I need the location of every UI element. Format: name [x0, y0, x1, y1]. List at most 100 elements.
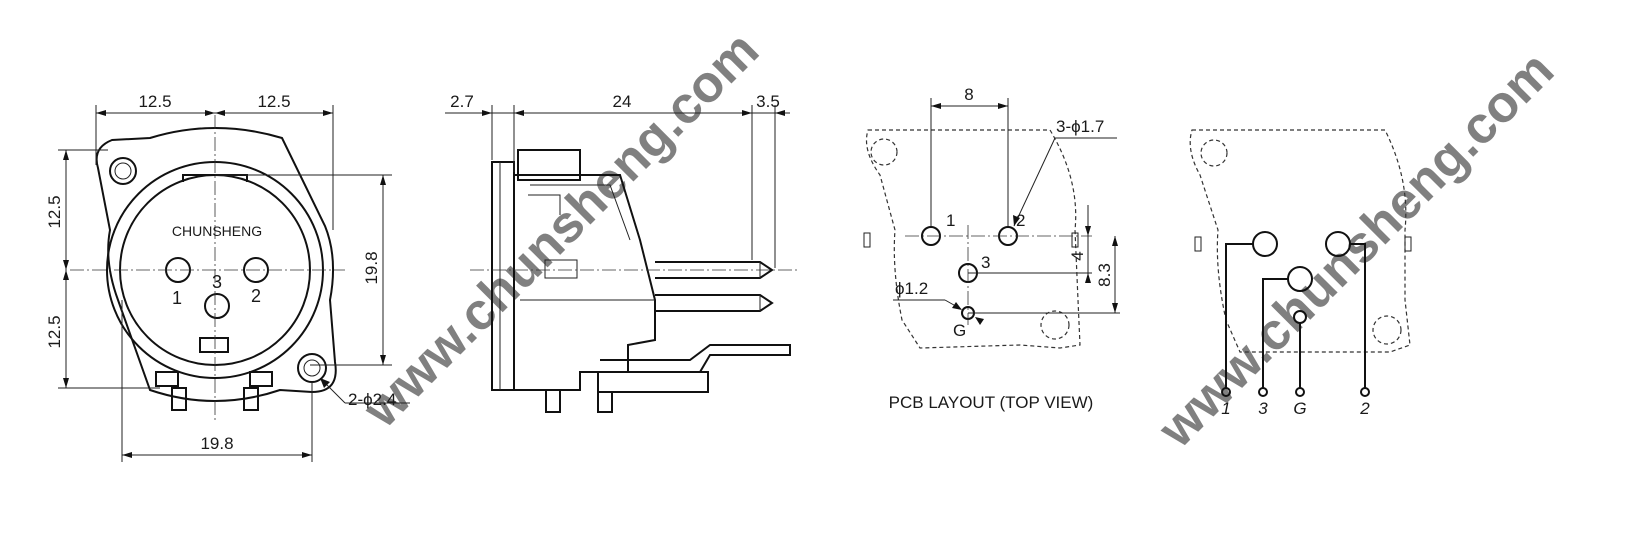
- arrow: [63, 150, 69, 160]
- front-leg-right: [243, 387, 259, 411]
- pcb-mount-hole-br: [1040, 310, 1070, 340]
- arrow: [1013, 215, 1020, 226]
- arrow: [205, 110, 215, 116]
- front-dim-left-top-label: 12.5: [45, 195, 64, 228]
- pcb-pin-2-label: 2: [1016, 211, 1025, 230]
- pcb-ground-callout: ϕ1.2: [895, 279, 928, 298]
- pcb-hole-callout: 3-ϕ1.7: [1056, 117, 1104, 136]
- arrow: [952, 302, 962, 310]
- schematic-wire-2: [1350, 243, 1366, 388]
- pcb-dim-v2-label: 8.3: [1095, 263, 1114, 287]
- side-bracket: [600, 344, 791, 373]
- front-dim-top-right-label: 12.5: [257, 92, 290, 111]
- pcb-outline: [865, 129, 1081, 349]
- arrow: [1085, 226, 1091, 236]
- arrow: [380, 355, 386, 365]
- arrow: [63, 260, 69, 270]
- side-dim-flange-label: 2.7: [450, 92, 474, 111]
- mount-hole-tl: [109, 157, 137, 185]
- arrow: [1112, 303, 1118, 313]
- pcb-caption: PCB LAYOUT (TOP VIEW): [889, 393, 1094, 412]
- front-leg-left-top: [155, 371, 179, 387]
- mount-hole-tl-inner: [114, 162, 132, 180]
- schematic-terminal-1: [1221, 387, 1231, 397]
- mount-hole-br: [297, 353, 327, 383]
- schematic-tab-right: [1404, 236, 1412, 252]
- side-key: [544, 259, 578, 279]
- schematic-mount-hole-br: [1372, 315, 1402, 345]
- arrow: [975, 317, 984, 325]
- side-latch: [528, 194, 561, 215]
- schematic-mount-hole-tl: [1200, 139, 1228, 167]
- arrow: [63, 270, 69, 280]
- pcb-layout-view: 8 3-ϕ1.7 4 8.3 ϕ1.2 1 2 3 G PCB LAYOUT (…: [863, 85, 1120, 412]
- front-leg-left: [171, 387, 187, 411]
- arrow: [215, 110, 225, 116]
- schematic-pad-1: [1252, 231, 1278, 257]
- arrow: [1085, 273, 1091, 283]
- schematic-tab-left: [1194, 236, 1202, 252]
- side-base: [597, 371, 709, 393]
- pcb-tab-right: [1071, 232, 1079, 248]
- schematic-wire-1: [1225, 243, 1253, 388]
- pcb-callout-leader: [1013, 137, 1056, 227]
- schematic-label-g: G: [1293, 399, 1306, 418]
- arrow: [775, 110, 785, 116]
- watermark-2: www.chunsheng.com: [1147, 41, 1565, 459]
- front-dim-right-label: 19.8: [362, 251, 381, 284]
- schematic-terminal-g: [1295, 387, 1305, 397]
- arrow: [482, 110, 492, 116]
- pcb-pin-3-label: 3: [981, 253, 990, 272]
- mount-hole-br-inner: [303, 359, 321, 377]
- arrow: [96, 110, 106, 116]
- side-inner-line: [530, 184, 631, 241]
- side-pin-lower: [655, 294, 774, 312]
- front-leg-right-top: [249, 371, 273, 387]
- pcb-mount-hole-tl: [870, 138, 898, 166]
- arrow: [122, 452, 132, 458]
- side-top-cap: [517, 149, 581, 181]
- schematic-label-1: 1: [1221, 399, 1230, 418]
- arrow: [380, 175, 386, 185]
- front-dim-top-left-label: 12.5: [138, 92, 171, 111]
- front-latch: [199, 337, 229, 353]
- pcb-dim-v1-label: 4: [1068, 251, 1087, 260]
- arrow: [320, 378, 330, 388]
- pcb-pin-1-label: 1: [946, 211, 955, 230]
- side-dim-pin-label: 3.5: [756, 92, 780, 111]
- arrow: [514, 110, 524, 116]
- pcb-ground-label: G: [953, 321, 966, 340]
- schematic-view: 1 3 G 2: [1189, 129, 1412, 418]
- pcb-dim-spacing-label: 8: [964, 85, 973, 104]
- schematic-label-3: 3: [1258, 399, 1268, 418]
- front-dim-bottom-label: 19.8: [200, 434, 233, 453]
- arrow: [742, 110, 752, 116]
- side-pin-upper: [655, 261, 774, 279]
- pcb-tab-left: [863, 232, 871, 248]
- front-dim-left-bottom-label: 12.5: [45, 315, 64, 348]
- front-view: 12.5 12.5 12.5 12.5 19.8 19.8 CHUNSHENG …: [45, 92, 410, 462]
- front-flange: [95, 127, 337, 402]
- schematic-label-2: 2: [1359, 399, 1370, 418]
- front-hole-callout: 2-ϕ2.4: [348, 390, 396, 409]
- front-pin-1-label: 1: [172, 288, 182, 308]
- arrow: [931, 103, 941, 109]
- schematic-terminal-2: [1360, 387, 1370, 397]
- brand-text: CHUNSHENG: [172, 223, 262, 239]
- arrow: [1112, 236, 1118, 246]
- schematic-outline: [1189, 129, 1411, 353]
- arrow: [63, 378, 69, 388]
- side-dim-body-label: 24: [613, 92, 632, 111]
- arrow: [302, 452, 312, 458]
- schematic-wire-3: [1262, 278, 1288, 388]
- front-pin-3-label: 3: [212, 272, 222, 292]
- side-leg-left: [545, 389, 561, 413]
- schematic-terminal-3: [1258, 387, 1268, 397]
- side-leg-right: [597, 391, 613, 413]
- arrow: [323, 110, 333, 116]
- front-pin-3: [204, 293, 230, 319]
- arrow: [998, 103, 1008, 109]
- front-pin-2-label: 2: [251, 286, 261, 306]
- side-view: 2.7 24 3.5: [445, 92, 800, 413]
